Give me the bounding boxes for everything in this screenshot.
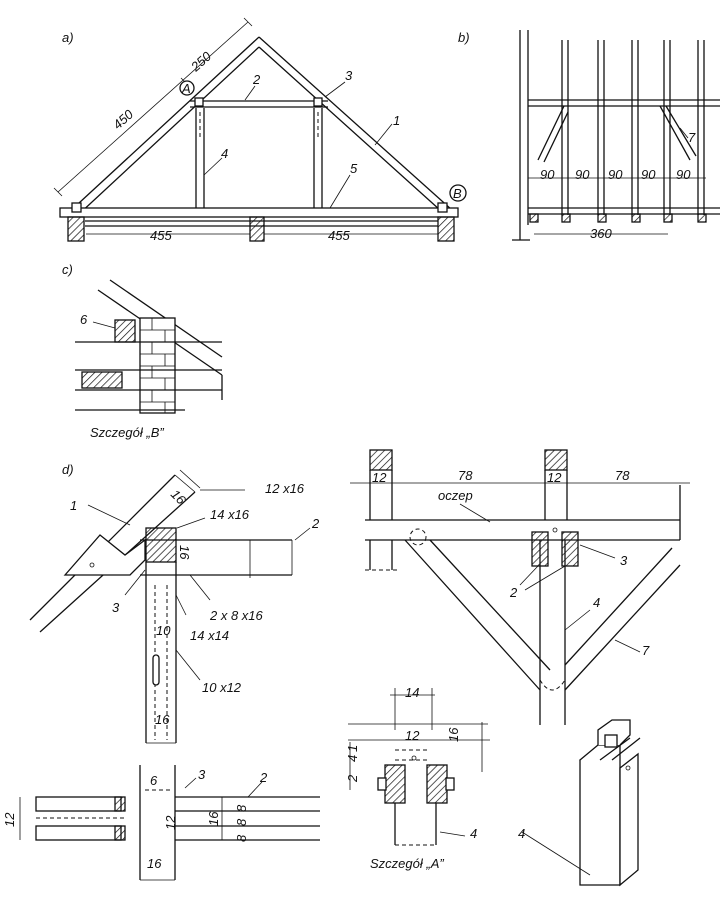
- detail-a-dim-16: 16: [446, 727, 461, 742]
- plan-dim-16-mid: 16: [206, 811, 221, 826]
- part-7-label: 7: [688, 130, 696, 145]
- post-left: [195, 108, 205, 212]
- detail-a-caption: Szczegół „A”: [370, 856, 444, 871]
- plan-dim-8-b: 8: [234, 818, 249, 826]
- sec-10x12: 10 x12: [202, 680, 242, 695]
- detail-a-dim-14: 14: [405, 685, 419, 700]
- dim-16-purlin: 16: [177, 545, 192, 560]
- rafter-row: [561, 40, 705, 215]
- plan-part-3: 3: [198, 767, 206, 782]
- part-5-label: 5: [350, 161, 358, 176]
- spacing-3: 90: [608, 167, 623, 182]
- point-a-marker: [179, 80, 195, 96]
- part-1-label-d: 1: [70, 498, 77, 513]
- dim-16-rafter: 16: [168, 487, 189, 508]
- collar-beam: [190, 97, 328, 108]
- isometric-post-head: 4: [518, 719, 641, 887]
- iso-part-4: 4: [518, 826, 525, 841]
- spacing-2: 90: [575, 167, 590, 182]
- dim-12-left: 12: [372, 470, 387, 485]
- detail-a-dim-4: 4: [345, 755, 360, 762]
- sec-14x14: 14 x14: [190, 628, 229, 643]
- plan-dim-6: 6: [150, 773, 158, 788]
- sec-2x8x16: 2 x 8 x16: [209, 608, 264, 623]
- panel-b-label: b): [458, 30, 470, 45]
- wall-plate: [114, 319, 136, 343]
- part-3-label-oczep: 3: [620, 553, 628, 568]
- sec-12x16: 12 x16: [265, 481, 305, 496]
- part-2-label-oczep: 2: [509, 585, 518, 600]
- wall-middle: [249, 216, 265, 242]
- part-4-label: 4: [221, 146, 228, 161]
- dim-360: 360: [590, 226, 612, 241]
- panel-a-truss-elevation: a) 450 250: [53, 17, 467, 243]
- detail-a-dim-12: 12: [405, 728, 420, 743]
- panel-b-side-elevation: b) 7 90 90 90 90 90: [458, 30, 720, 241]
- detail-a-dim-2: 2: [345, 774, 360, 783]
- spacing-4: 90: [641, 167, 656, 182]
- part-3-label-d: 3: [112, 600, 120, 615]
- panel-c-label: c): [62, 262, 73, 277]
- dim-450: 450: [110, 106, 137, 132]
- dim-12-right: 12: [547, 470, 562, 485]
- oczep-label: oczep: [438, 488, 473, 503]
- wall-left: [67, 216, 85, 242]
- spacing-1: 90: [540, 167, 555, 182]
- panel-d-joint-detail: d) 16 12 x16 14 x16 16 16 1 2: [29, 462, 320, 744]
- detail-a-part-4: 4: [470, 826, 477, 841]
- plan-dim-12-inner: 12: [163, 815, 178, 830]
- spacing-5: 90: [676, 167, 691, 182]
- masonry-wall: [139, 317, 176, 414]
- plan-dim-12: 12: [2, 812, 17, 827]
- plan-dim-8-c: 8: [234, 834, 249, 842]
- point-b-marker: [449, 184, 467, 202]
- detail-a-dim-1: 1: [345, 745, 360, 752]
- point-a-label: A: [181, 81, 191, 96]
- dim-455-left: 455: [150, 228, 172, 243]
- dim-78-left: 78: [458, 468, 473, 483]
- plan-dim-8-a: 8: [234, 804, 249, 812]
- panel-a-label: a): [62, 30, 74, 45]
- rafter-right: [258, 36, 453, 211]
- part-7-label-oczep: 7: [642, 643, 650, 658]
- plan-dim-16-bottom: 16: [147, 856, 162, 871]
- dim-250: 250: [187, 48, 214, 75]
- dim-455-right: 455: [328, 228, 350, 243]
- dim-16-post: 16: [155, 712, 170, 727]
- detail-a: 14 12 16 2 4 1 4 Szczegół „A”: [345, 685, 490, 871]
- plan-part-2: 2: [259, 770, 268, 785]
- post-right: [313, 108, 323, 212]
- part-2-label-d: 2: [311, 516, 320, 531]
- part-1-label: 1: [393, 113, 400, 128]
- detail-b-caption: Szczegół „B”: [90, 425, 164, 440]
- plan-view: 12 6 12 16 16 8 8 8 3 2: [2, 765, 320, 881]
- part-6-label: 6: [80, 312, 88, 327]
- dim-78-right: 78: [615, 468, 630, 483]
- sec-14x16: 14 x16: [210, 507, 250, 522]
- part-2-label: 2: [252, 72, 261, 87]
- purlin-section: [145, 527, 177, 563]
- wall-right: [437, 216, 455, 242]
- dim-10: 10: [156, 623, 171, 638]
- point-b-label: B: [453, 186, 462, 201]
- part-3-label: 3: [345, 68, 353, 83]
- panel-c-detail-b: c) 6 Szczegół „B”: [62, 262, 223, 440]
- panel-d-label: d): [62, 462, 74, 477]
- panel-d-oczep-assembly: 12 12 78 78 oczep 2 3 4: [350, 449, 690, 725]
- part-4-label-oczep: 4: [593, 595, 600, 610]
- rafter-left: [65, 36, 260, 216]
